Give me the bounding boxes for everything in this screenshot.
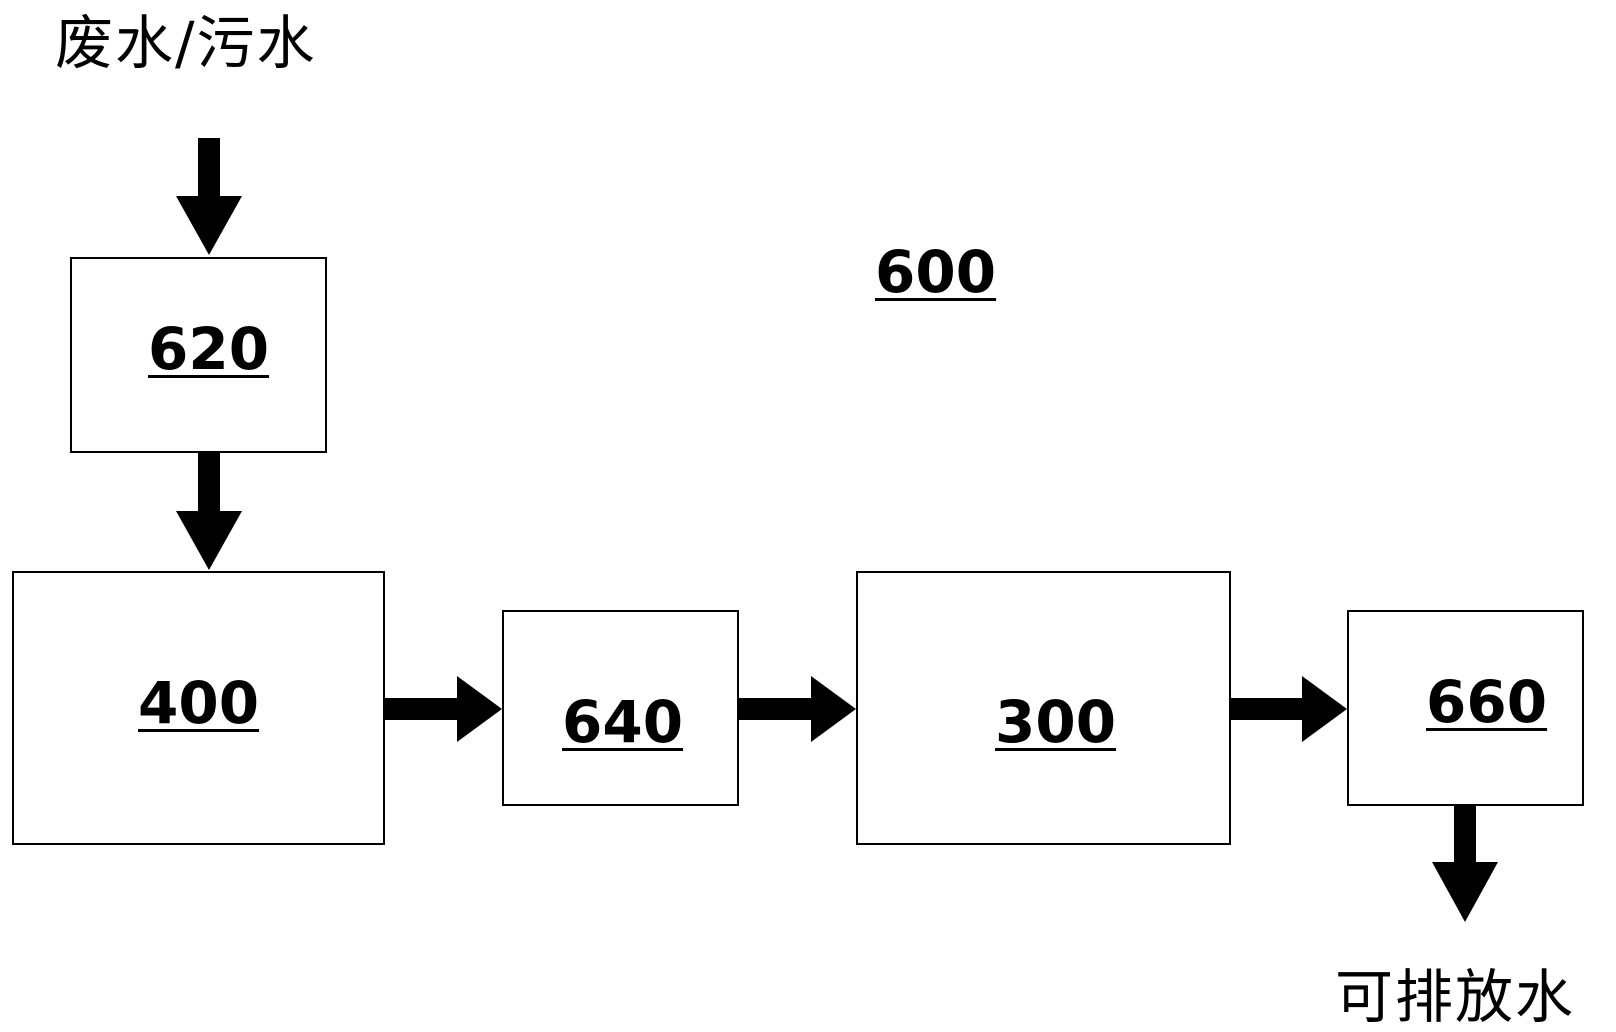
- process-box-400: [12, 571, 385, 845]
- arrow-400-to-640: [385, 676, 502, 742]
- arrow-660-to-output: [1432, 806, 1498, 922]
- arrow-640-to-300: [739, 676, 856, 742]
- output-label: 可排放水: [1335, 963, 1576, 1031]
- process-box-300: [856, 571, 1231, 845]
- box-400-label: 400: [138, 669, 260, 737]
- system-reference-number: 600: [875, 238, 997, 306]
- process-box-660: [1347, 610, 1584, 806]
- arrow-620-to-400: [176, 453, 242, 570]
- arrow-input-to-620: [176, 138, 242, 255]
- box-640-label: 640: [562, 688, 684, 756]
- arrow-300-to-660: [1231, 676, 1347, 742]
- process-box-620: [70, 257, 327, 453]
- box-300-label: 300: [995, 688, 1117, 756]
- box-660-label: 660: [1426, 668, 1548, 736]
- input-label: 废水/污水: [55, 9, 317, 77]
- box-620-label: 620: [148, 315, 270, 383]
- process-box-640: [502, 610, 739, 806]
